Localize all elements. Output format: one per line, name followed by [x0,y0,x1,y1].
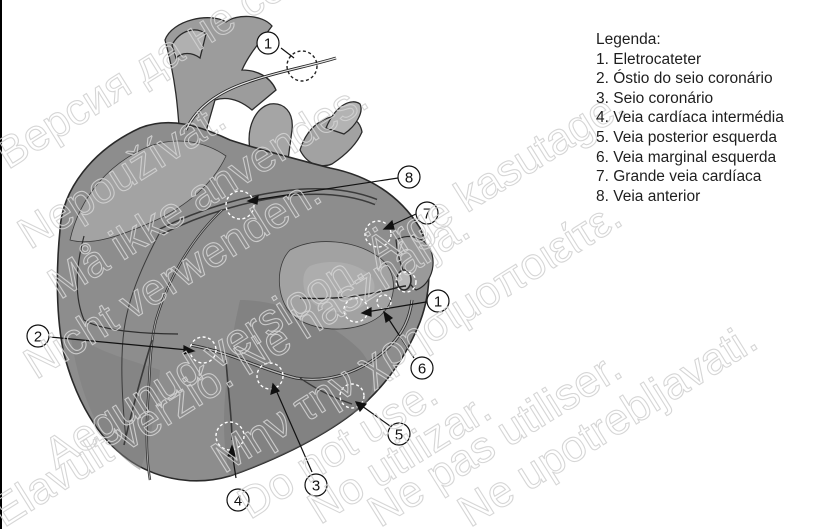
legend-item-8: 8. Veia anterior [596,187,832,207]
leader-1-top [281,48,294,58]
legend-item-7: 7. Grande veia cardíaca [596,167,832,187]
callout-1-top: 1 [257,32,279,54]
legend: Legenda: 1. Eletrocateter 2. Óstio do se… [596,30,832,206]
legend-item-3: 3. Seio coronário [596,89,832,109]
legend-item-2: 2. Óstio do seio coronário [596,69,791,89]
svg-text:1: 1 [264,36,272,53]
legend-item-5: 5. Veia posterior esquerda [596,128,791,148]
legend-title: Legenda: [596,30,832,50]
legend-item-1: 1. Eletrocateter [596,50,832,70]
callout-8: 8 [398,166,420,188]
svg-text:8: 8 [405,170,413,187]
legend-item-4: 4. Veia cardíaca intermédia [596,108,791,128]
legend-item-6: 6. Veia marginal esquerda [596,148,791,168]
